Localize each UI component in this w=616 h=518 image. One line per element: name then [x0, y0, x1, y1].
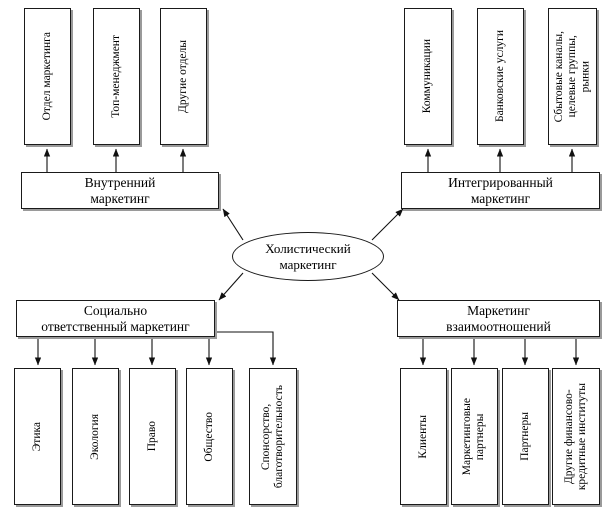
leaf-label: Право — [145, 421, 158, 452]
leaf-box-sponsorstvo: Спонсорство, благотворительность — [249, 368, 297, 505]
branch-box-internal-marketing: Внутренний маркетинг — [21, 172, 219, 209]
branch-label: Интегрированный маркетинг — [448, 174, 553, 206]
leaf-box-drugie-finansovo-kreditnye-instituty: Другие финансово- кредитные институты — [552, 368, 600, 505]
leaf-box-bankovskie-uslugi: Банковские услуги — [477, 8, 524, 145]
leaf-box-etika: Этика — [14, 368, 61, 505]
internal-branch-edges — [43, 148, 187, 172]
leaf-label: Маркетинговые партнеры — [461, 397, 487, 476]
leaf-box-top-menedzhment: Топ-менеджмент — [93, 8, 140, 145]
leaf-label: Коммуникации — [421, 39, 434, 114]
leaf-box-klienty: Клиенты — [400, 368, 447, 505]
leaf-label: Топ-менеджмент — [109, 35, 122, 118]
leaf-label: Другие финансово- кредитные институты — [562, 382, 588, 491]
leaf-box-obshchestvo: Общество — [186, 368, 233, 505]
branch-label: Социально ответственный маркетинг — [41, 302, 190, 334]
leaf-box-kommunikacii: Коммуникации — [404, 8, 452, 145]
relationship-branch-edges — [419, 337, 580, 366]
leaf-label: Общество — [202, 411, 215, 462]
leaf-box-sbytovye-kanaly: Сбытовые каналы, целевые группы, рынки — [548, 8, 597, 145]
leaf-box-marketingovye-partnery: Маркетинговые партнеры — [451, 368, 498, 505]
leaf-label: Клиенты — [416, 414, 429, 459]
leaf-label: Экология — [88, 413, 101, 460]
branch-label: Маркетинг взаимоотношений — [446, 302, 551, 334]
social-branch-edges — [34, 331, 277, 366]
leaf-box-pravo: Право — [129, 368, 176, 505]
center-node-holistic-marketing: Холистический маркетинг — [232, 232, 384, 281]
leaf-box-partnery: Партнеры — [502, 368, 549, 505]
leaf-label: Партнеры — [518, 412, 531, 461]
leaf-box-otdel-marketinga: Отдел маркетинга — [24, 8, 71, 145]
leaf-label: Спонсорство, благотворительность — [259, 384, 285, 489]
leaf-label: Другие отделы — [176, 40, 189, 113]
integrated-branch-edges — [424, 148, 576, 172]
leaf-label: Отдел маркетинга — [40, 32, 53, 121]
leaf-label: Этика — [30, 421, 43, 452]
center-label: Холистический маркетинг — [265, 240, 351, 272]
center-to-branch-edges — [218, 208, 404, 301]
branch-label: Внутренний маркетинг — [84, 174, 156, 206]
leaf-box-ekologiya: Экология — [72, 368, 119, 505]
branch-box-socially-responsible-marketing: Социально ответственный маркетинг — [16, 300, 215, 337]
branch-box-relationship-marketing: Маркетинг взаимоотношений — [397, 300, 600, 337]
leaf-box-drugie-otdely: Другие отделы — [160, 8, 207, 145]
branch-box-integrated-marketing: Интегрированный маркетинг — [401, 172, 600, 209]
leaf-label: Сбытовые каналы, целевые группы, рынки — [552, 30, 592, 123]
leaf-label: Банковские услуги — [493, 30, 506, 123]
